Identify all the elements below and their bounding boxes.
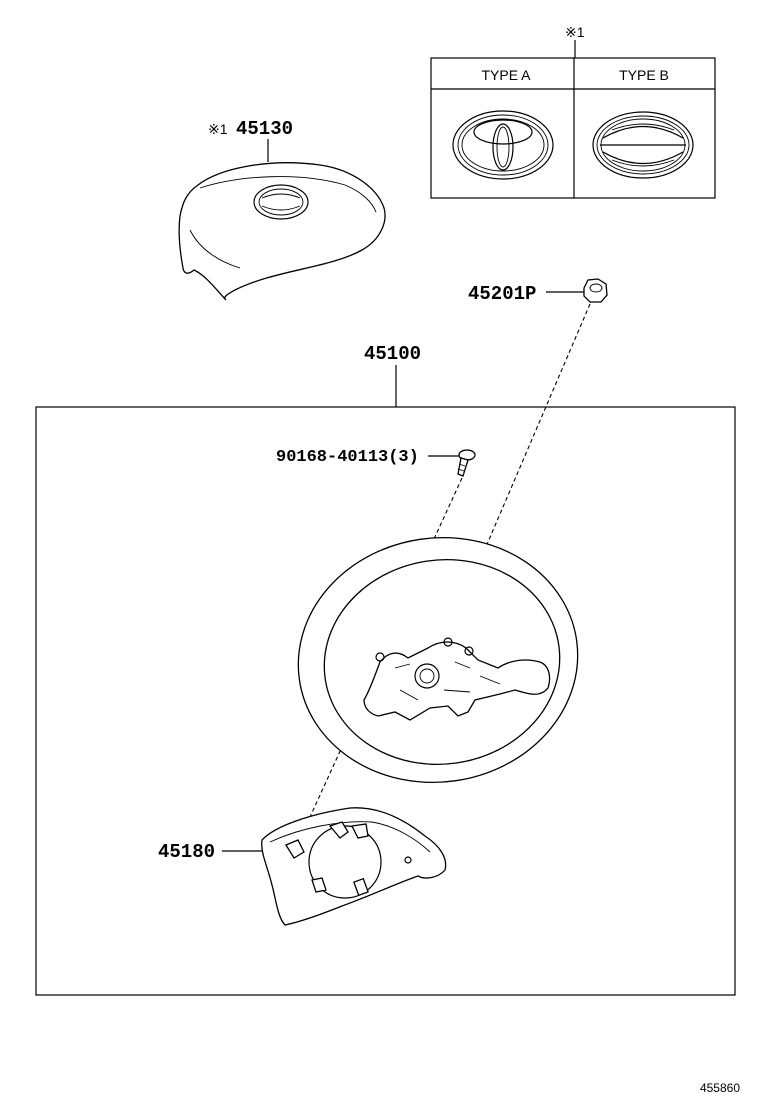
part-90168-40113: 90168-40113(3) — [276, 448, 476, 477]
part-45201P: 45201P — [468, 278, 608, 305]
lower-cover-drawing — [261, 807, 447, 926]
emblem-type-table: ※1 TYPE A TYPE B — [430, 24, 716, 199]
table-note-marker: ※1 — [565, 24, 585, 40]
toyota-emblem-icon — [452, 110, 554, 180]
part-45100: 45100 — [35, 343, 736, 996]
screw-drawing — [457, 449, 476, 477]
assembly-frame — [35, 406, 736, 996]
part-45100-number: 45100 — [364, 343, 421, 365]
type-b-label: TYPE B — [619, 67, 669, 83]
toyota-emblem-oval-icon — [592, 111, 694, 179]
table-frame — [430, 57, 716, 199]
part-45130: ※1 45130 — [178, 118, 386, 301]
horn-pad-drawing — [178, 162, 386, 301]
part-45130-number: 45130 — [236, 118, 293, 140]
part-90168-40113-number: 90168-40113(3) — [276, 448, 419, 467]
type-a-label: TYPE A — [481, 67, 531, 83]
part-45130-note-marker: ※1 — [208, 121, 228, 137]
figure-id: 455860 — [700, 1081, 740, 1095]
part-45180-number: 45180 — [158, 841, 215, 863]
steering-wheel-drawing — [297, 536, 579, 784]
horn-pad-emblem-icon — [253, 184, 309, 220]
nut-drawing — [583, 278, 608, 303]
part-45180: 45180 — [158, 807, 447, 926]
part-45201P-number: 45201P — [468, 283, 536, 305]
